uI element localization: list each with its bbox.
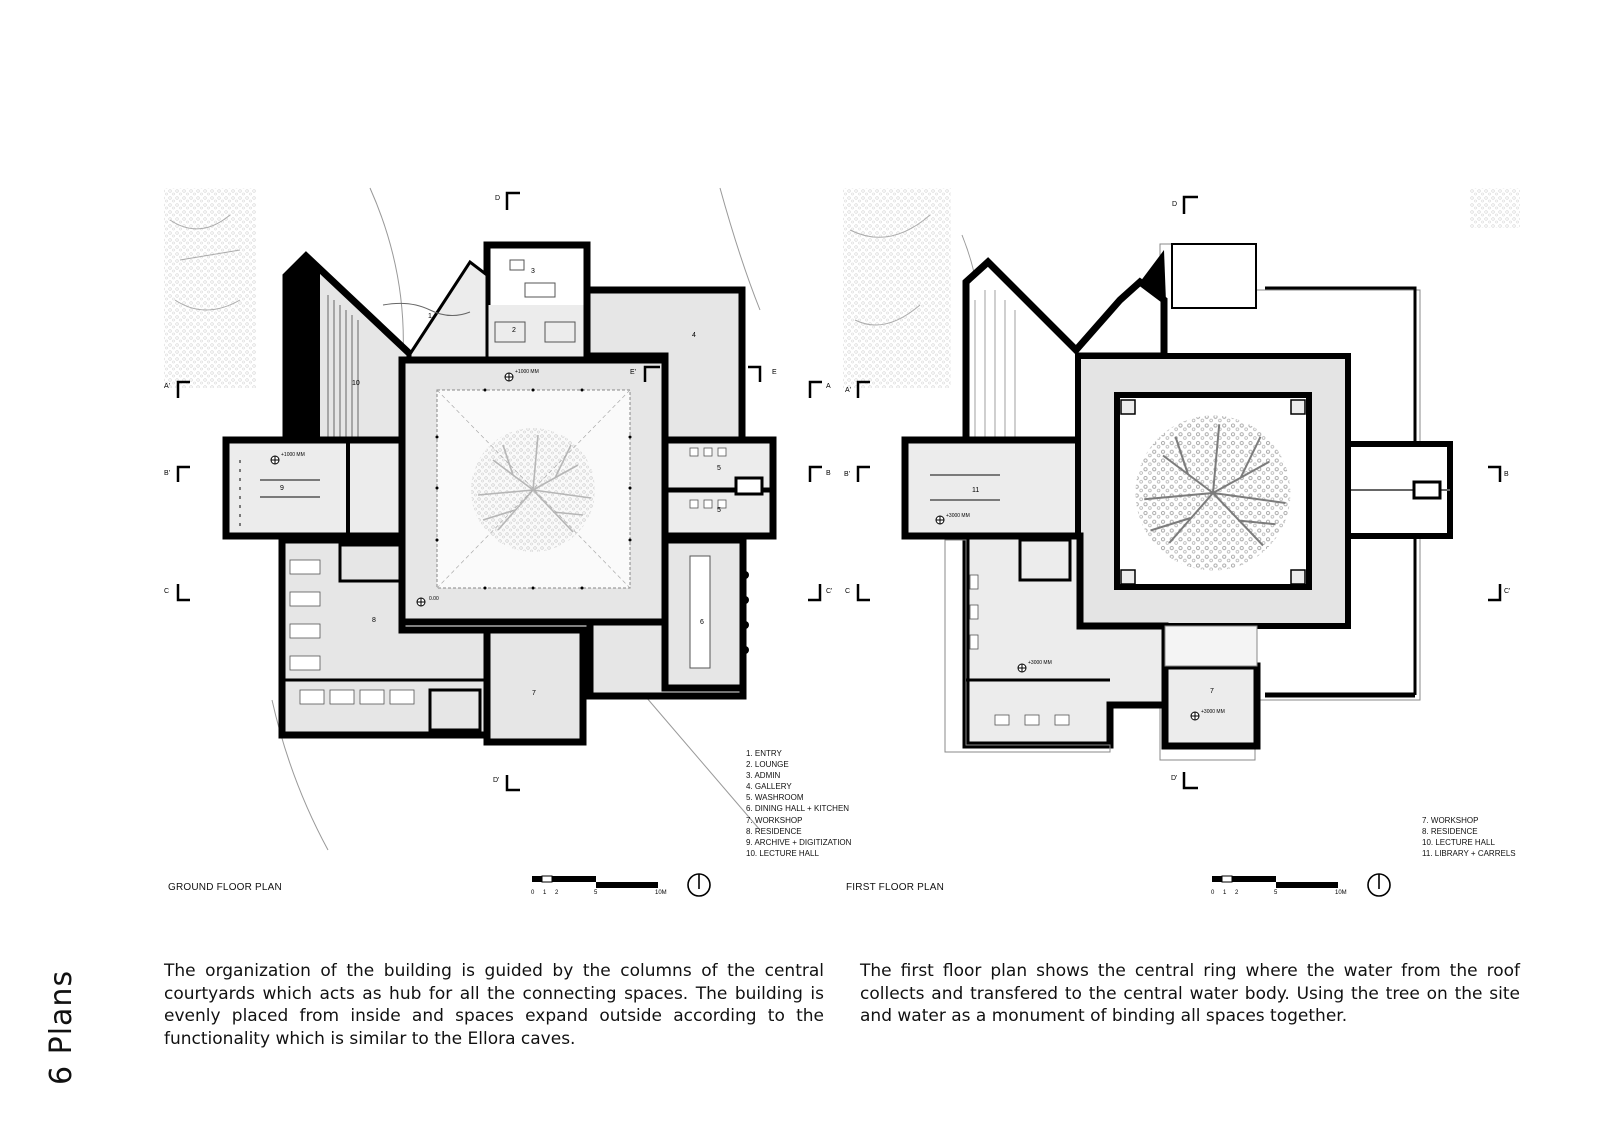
- svg-text:2: 2: [512, 327, 516, 334]
- svg-text:+3000 MM: +3000 MM: [1201, 709, 1225, 715]
- ground-floor-plan: 10 3 2 4 1 9 +1000 MM: [164, 187, 832, 897]
- svg-text:2: 2: [555, 890, 559, 896]
- svg-text:5: 5: [717, 507, 721, 514]
- svg-text:+3000 MM: +3000 MM: [946, 513, 970, 519]
- svg-text:D: D: [1172, 201, 1177, 208]
- level-marker-icon: +1000 MM 0.00: [416, 369, 539, 607]
- section-marker-icon: D D' A' A B' B C C' E' E: [164, 191, 832, 792]
- level-marker-icon: +3000 MM: [935, 513, 970, 525]
- legend-item: 9. ARCHIVE + DIGITIZATION: [746, 837, 852, 847]
- svg-text:5: 5: [717, 465, 721, 472]
- svg-text:5: 5: [594, 890, 598, 896]
- legend-item: 8. RESIDENCE: [746, 826, 802, 836]
- svg-text:0: 0: [1211, 890, 1215, 896]
- first-floor-plan-title: FIRST FLOOR PLAN: [846, 882, 945, 893]
- svg-text:A': A': [164, 383, 170, 390]
- sheet-title: 6 Plans: [44, 969, 79, 1085]
- scale-bar: 0 1 2 5 10M: [531, 875, 667, 896]
- legend-item: 5. WASHROOM: [746, 793, 804, 803]
- ground-floor-description: The organization of the building is guid…: [164, 961, 824, 1049]
- svg-text:+1000 MM: +1000 MM: [281, 452, 305, 458]
- legend-item: 7. WORKSHOP: [746, 815, 803, 825]
- svg-text:D: D: [495, 195, 500, 202]
- svg-text:B': B': [164, 470, 170, 477]
- tree-icon: [1134, 414, 1292, 572]
- svg-text:1: 1: [1223, 890, 1227, 896]
- svg-text:+3000 MM: +3000 MM: [1028, 660, 1052, 666]
- tree-icon: [843, 188, 1520, 388]
- svg-text:+1000 MM: +1000 MM: [515, 369, 539, 375]
- svg-text:10: 10: [352, 380, 360, 387]
- svg-text:3: 3: [531, 268, 535, 275]
- legend-item: 11. LIBRARY + CARRELS: [1422, 849, 1516, 859]
- level-marker-icon: +1000 MM: [270, 452, 305, 465]
- svg-text:10M: 10M: [1335, 890, 1347, 896]
- legend-item: 8. RESIDENCE: [1422, 827, 1478, 837]
- svg-text:B: B: [826, 470, 831, 477]
- svg-text:10M: 10M: [655, 890, 667, 896]
- legend-item: 7. WORKSHOP: [1422, 816, 1479, 825]
- svg-text:9: 9: [280, 485, 284, 492]
- svg-text:11: 11: [972, 487, 979, 494]
- svg-text:1: 1: [428, 313, 432, 320]
- svg-text:B: B: [1504, 471, 1509, 478]
- svg-text:E: E: [772, 369, 777, 376]
- svg-text:8: 8: [372, 617, 376, 624]
- svg-text:1: 1: [543, 890, 547, 896]
- legend-item: 10. LECTURE HALL: [1422, 838, 1495, 848]
- first-floor-plan: 11 +3000 MM +3000 MM 7: [843, 188, 1520, 897]
- legend-item: 10. LECTURE HALL: [746, 848, 819, 858]
- svg-text:C': C': [1504, 588, 1510, 595]
- section-marker-icon: D D' A' B' B C C': [844, 195, 1510, 790]
- svg-text:0.00: 0.00: [429, 596, 439, 602]
- svg-text:A: A: [826, 383, 831, 390]
- legend-item: 1. ENTRY: [746, 749, 782, 758]
- svg-text:B': B': [844, 471, 850, 478]
- svg-text:D': D': [1171, 775, 1177, 782]
- svg-text:5: 5: [1274, 890, 1278, 896]
- svg-text:C: C: [164, 588, 169, 595]
- svg-text:7: 7: [1210, 688, 1214, 695]
- svg-text:E': E': [630, 369, 636, 376]
- tree-icon: [164, 188, 256, 388]
- svg-text:C': C': [826, 588, 832, 595]
- ground-floor-legend: 1. ENTRY 2. LOUNGE 3. ADMIN 4. GALLERY 5…: [746, 748, 851, 859]
- level-marker-icon: +3000 MM: [1017, 660, 1052, 673]
- north-arrow-icon: [1367, 873, 1391, 897]
- north-arrow-icon: [687, 873, 711, 897]
- legend-item: 3. ADMIN: [746, 771, 781, 781]
- first-floor-legend: 7. WORKSHOP 8. RESIDENCE 10. LECTURE HAL…: [1422, 815, 1516, 859]
- svg-text:C: C: [845, 588, 850, 595]
- svg-text:A': A': [845, 387, 851, 394]
- scale-bar: 0 1 2 5 10M: [1211, 875, 1347, 896]
- svg-text:6: 6: [700, 619, 704, 626]
- legend-item: 2. LOUNGE: [746, 760, 789, 770]
- svg-text:4: 4: [692, 332, 696, 339]
- svg-text:D': D': [493, 777, 499, 784]
- svg-text:0: 0: [531, 890, 535, 896]
- svg-text:7: 7: [532, 690, 536, 697]
- first-floor-description: The first floor plan shows the central r…: [860, 961, 1520, 1026]
- level-marker-icon: +3000 MM: [1190, 709, 1225, 721]
- svg-text:2: 2: [1235, 890, 1239, 896]
- legend-item: 4. GALLERY: [746, 782, 792, 792]
- legend-item: 6. DINING HALL + KITCHEN: [746, 804, 850, 814]
- ground-floor-plan-title: GROUND FLOOR PLAN: [168, 882, 282, 893]
